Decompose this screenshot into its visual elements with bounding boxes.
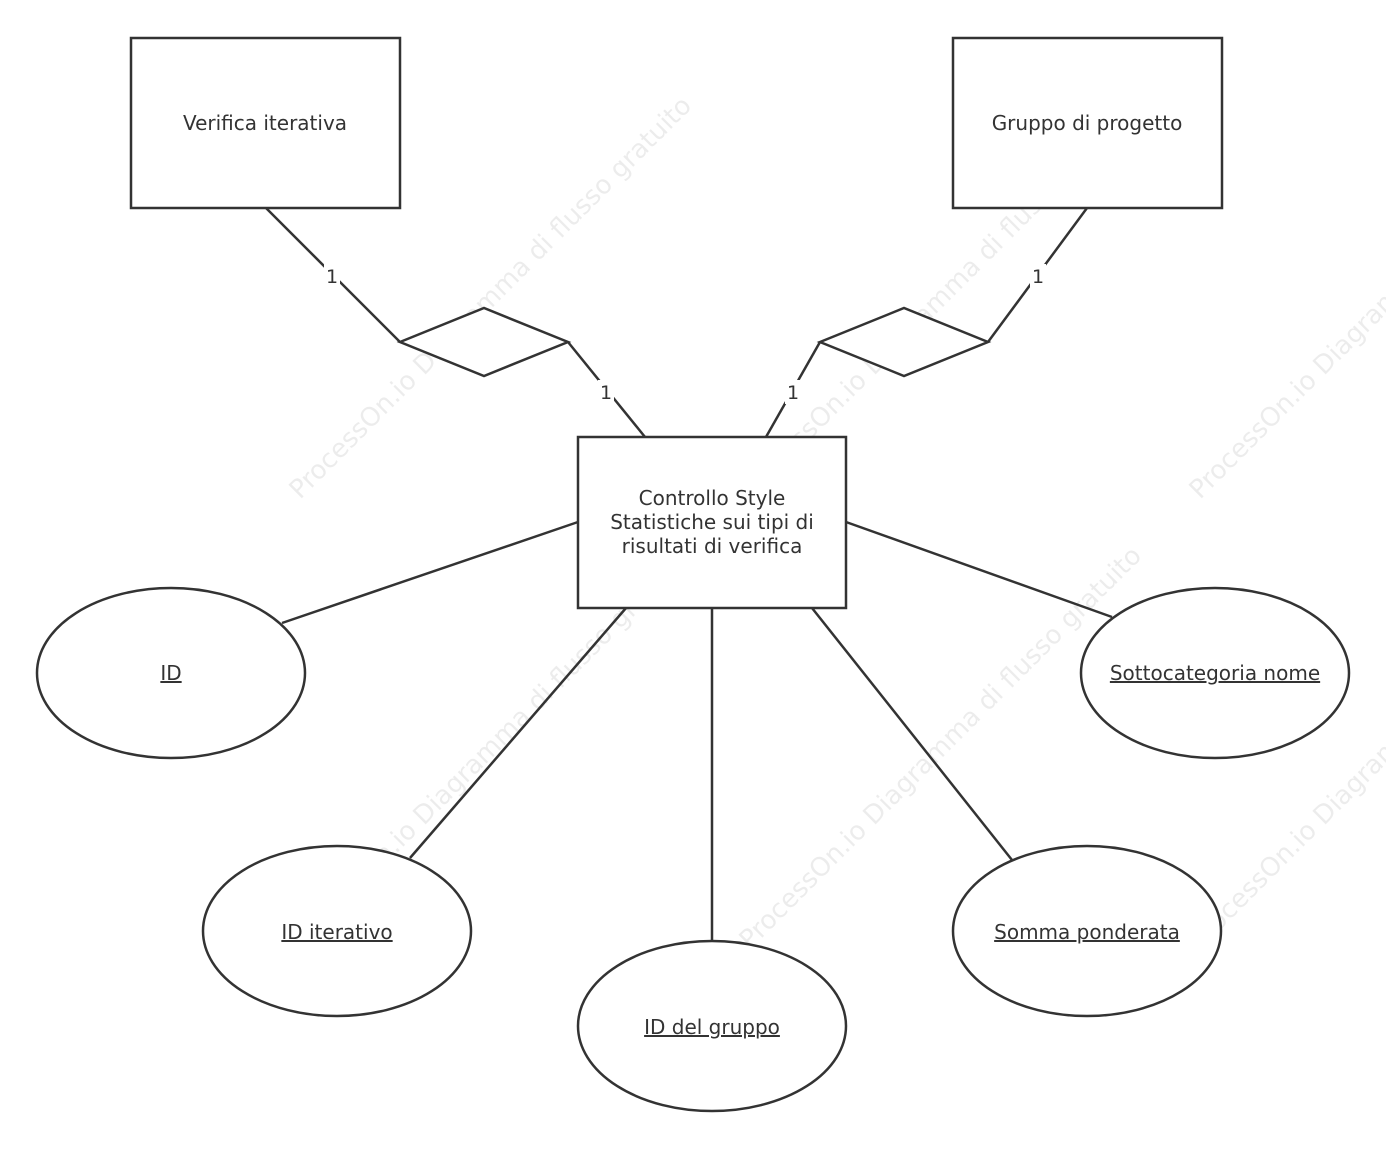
attribute-ellipse xyxy=(1079,586,1351,760)
attribute-ellipse xyxy=(951,844,1223,1018)
attribute-somma-ponderata[interactable]: Somma ponderata xyxy=(951,844,1223,1018)
entity-label-line: Controllo Style xyxy=(639,486,786,510)
attribute-label: ID iterativo xyxy=(281,920,392,944)
entity-box xyxy=(129,36,402,210)
cardinality-label: 1 xyxy=(326,266,338,288)
entity-box xyxy=(576,435,848,610)
attribute-label: ID xyxy=(160,661,181,685)
cardinality-bg xyxy=(785,380,801,404)
entity-label-line: risultati di verifica xyxy=(622,534,803,558)
cardinalities: 1 1 1 1 xyxy=(324,264,1046,404)
edge-attr-id xyxy=(281,520,579,625)
entity-label: Verifica iterativa xyxy=(183,111,347,135)
entity-verifica-iterativa[interactable]: Verifica iterativa xyxy=(129,36,402,210)
attribute-sottocategoria-nome[interactable]: Sottocategoria nome xyxy=(1079,586,1351,760)
entity-label: Gruppo di progetto xyxy=(992,111,1183,135)
entity-box xyxy=(951,36,1224,210)
attribute-ellipse xyxy=(201,844,473,1018)
edge-attr-sottocategoria xyxy=(845,520,1113,619)
cardinality-bg xyxy=(1030,264,1046,288)
cardinality-label: 1 xyxy=(1032,266,1044,288)
entity-label-line: Statistiche sui tipi di xyxy=(610,510,814,534)
cardinality-bg xyxy=(324,264,340,288)
edge-attr-id-iterativo xyxy=(409,607,627,859)
attribute-label: Somma ponderata xyxy=(994,920,1180,944)
entity-gruppo-di-progetto[interactable]: Gruppo di progetto xyxy=(951,36,1224,210)
attribute-label: Sottocategoria nome xyxy=(1110,661,1320,685)
entity-controllo-style[interactable]: Controllo Style Statistiche sui tipi di … xyxy=(576,435,848,610)
relationship-diamond-left[interactable] xyxy=(396,306,572,378)
cardinality-label: 1 xyxy=(600,382,612,404)
attribute-id-iterativo[interactable]: ID iterativo xyxy=(201,844,473,1018)
relationship-diamond-right[interactable] xyxy=(816,306,992,378)
cardinality-bg xyxy=(598,380,614,404)
connectors xyxy=(265,207,1113,942)
attribute-id-del-gruppo[interactable]: ID del gruppo xyxy=(576,939,848,1113)
attribute-label: ID del gruppo xyxy=(644,1015,780,1039)
attribute-ellipse xyxy=(35,586,307,760)
attribute-id[interactable]: ID xyxy=(35,586,307,760)
edge-attr-somma xyxy=(811,607,1013,861)
cardinality-label: 1 xyxy=(787,382,799,404)
attribute-ellipse xyxy=(576,939,848,1113)
